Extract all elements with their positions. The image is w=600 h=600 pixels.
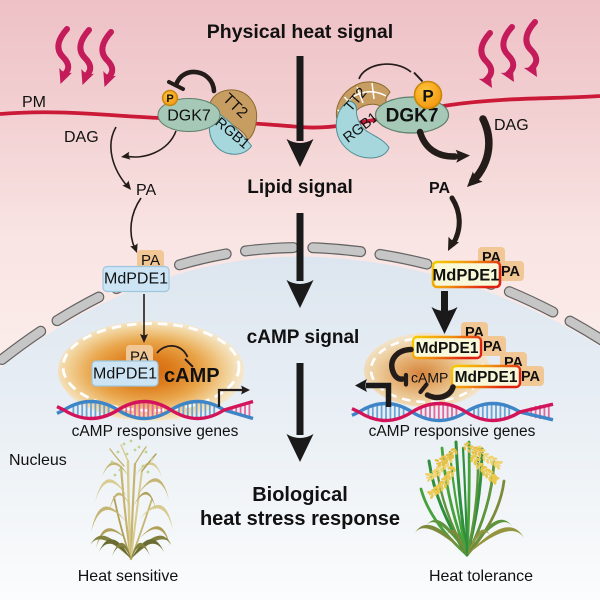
svg-text:Biological: Biological — [252, 484, 348, 506]
svg-text:DAG: DAG — [494, 117, 529, 134]
svg-text:PA: PA — [136, 182, 156, 199]
svg-text:PM: PM — [22, 94, 46, 111]
svg-text:P: P — [166, 93, 173, 105]
svg-text:heat stress response: heat stress response — [200, 508, 400, 530]
svg-text:cAMP responsive genes: cAMP responsive genes — [72, 423, 239, 440]
svg-text:cAMP: cAMP — [164, 365, 220, 387]
svg-text:DGK7: DGK7 — [167, 108, 211, 125]
svg-text:DAG: DAG — [64, 129, 99, 146]
svg-text:Heat tolerance: Heat tolerance — [429, 568, 533, 585]
svg-text:PA: PA — [501, 264, 521, 280]
svg-text:PA: PA — [429, 180, 450, 197]
svg-text:P: P — [422, 87, 433, 106]
svg-text:cAMP: cAMP — [411, 370, 448, 386]
svg-text:Heat sensitive: Heat sensitive — [78, 568, 179, 585]
svg-text:cAMP signal: cAMP signal — [247, 327, 360, 348]
svg-text:Nucleus: Nucleus — [9, 452, 67, 469]
svg-text:MdPDE1: MdPDE1 — [433, 267, 500, 285]
svg-text:MdPDE1: MdPDE1 — [416, 340, 479, 357]
svg-text:PA: PA — [521, 369, 541, 385]
svg-text:Lipid signal: Lipid signal — [247, 177, 353, 198]
svg-text:Physical heat signal: Physical heat signal — [207, 21, 393, 43]
svg-text:MdPDE1: MdPDE1 — [455, 369, 518, 386]
svg-text:MdPDE1: MdPDE1 — [104, 271, 168, 288]
svg-text:PA: PA — [483, 339, 503, 355]
svg-text:DGK7: DGK7 — [386, 106, 439, 127]
svg-text:PA: PA — [141, 252, 160, 269]
svg-text:MdPDE1: MdPDE1 — [93, 366, 157, 383]
svg-text:cAMP responsive genes: cAMP responsive genes — [369, 423, 536, 440]
